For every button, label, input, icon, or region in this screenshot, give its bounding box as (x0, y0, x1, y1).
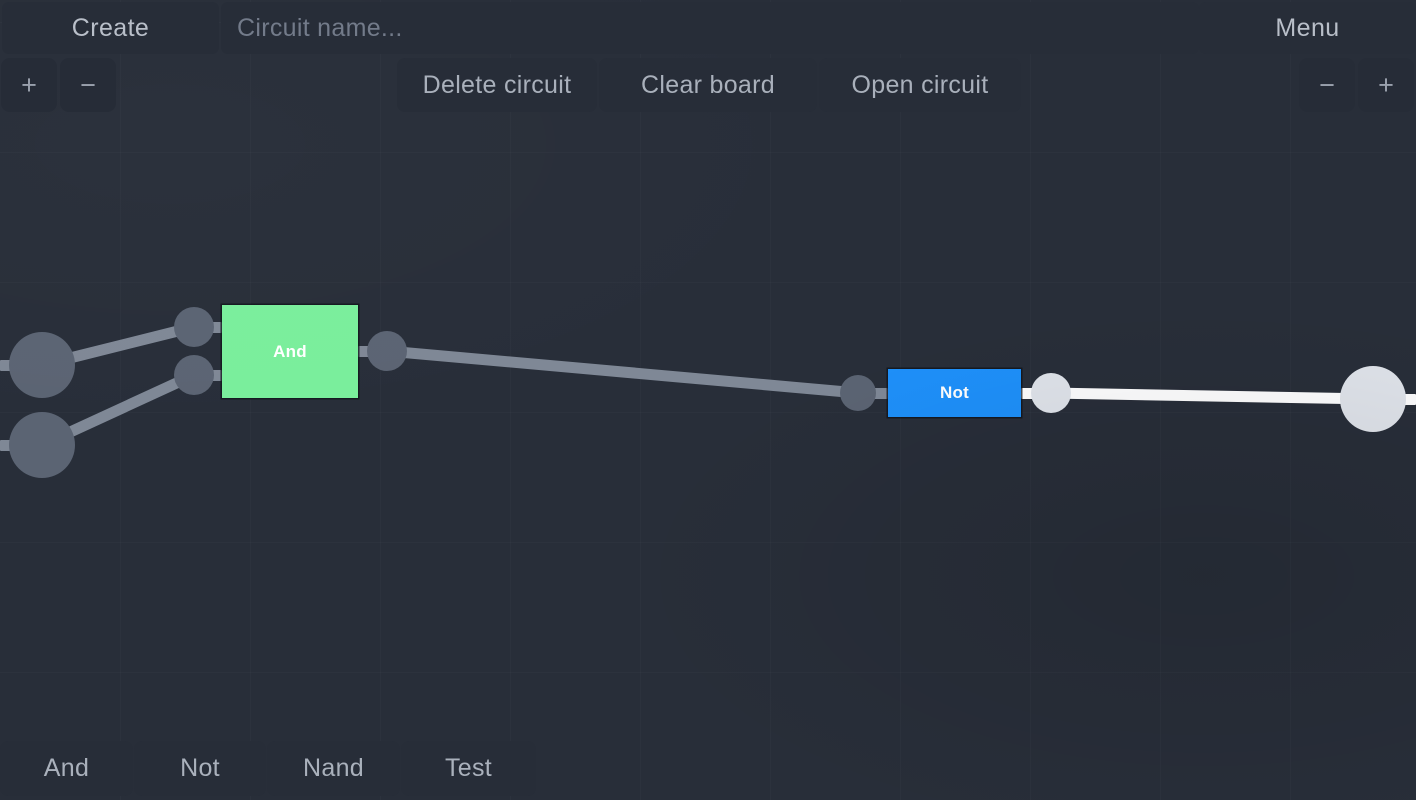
wire[interactable] (1050, 387, 1374, 405)
toolbar: + − Delete circuit Clear board Open circ… (0, 56, 1416, 114)
palette-item-and[interactable]: And (0, 741, 133, 796)
gate-and-input-pin-0[interactable] (174, 307, 214, 347)
io-pin-output-q[interactable] (1340, 366, 1406, 432)
zoom-out-right-button[interactable]: − (1299, 58, 1355, 112)
zoom-in-right-button[interactable]: + (1358, 58, 1414, 112)
delete-circuit-button[interactable]: Delete circuit (397, 58, 597, 112)
clear-board-button[interactable]: Clear board (599, 58, 817, 112)
top-bar: Create Menu (0, 0, 1416, 56)
gate-and[interactable]: And (222, 305, 358, 398)
gate-and-output-pin-0[interactable] (367, 331, 407, 371)
gate-label: And (273, 341, 307, 361)
palette-item-not[interactable]: Not (134, 741, 266, 796)
palette-item-test[interactable]: Test (401, 741, 536, 796)
circuit-name-input[interactable] (221, 2, 1199, 54)
gate-not[interactable]: Not (888, 369, 1021, 417)
menu-button[interactable]: Menu (1199, 2, 1416, 54)
gate-and-input-pin-1[interactable] (174, 355, 214, 395)
gate-not-input-pin-0[interactable] (840, 375, 876, 411)
create-button[interactable]: Create (2, 2, 219, 54)
zoom-in-left-button[interactable]: + (1, 58, 57, 112)
wire[interactable] (386, 345, 859, 399)
io-pin-input-a[interactable] (9, 332, 75, 398)
open-circuit-button[interactable]: Open circuit (819, 58, 1021, 112)
palette-item-nand[interactable]: Nand (267, 741, 400, 796)
io-pin-input-b[interactable] (9, 412, 75, 478)
gate-not-output-pin-0[interactable] (1031, 373, 1071, 413)
zoom-out-left-button[interactable]: − (60, 58, 116, 112)
gate-label: Not (940, 383, 969, 402)
